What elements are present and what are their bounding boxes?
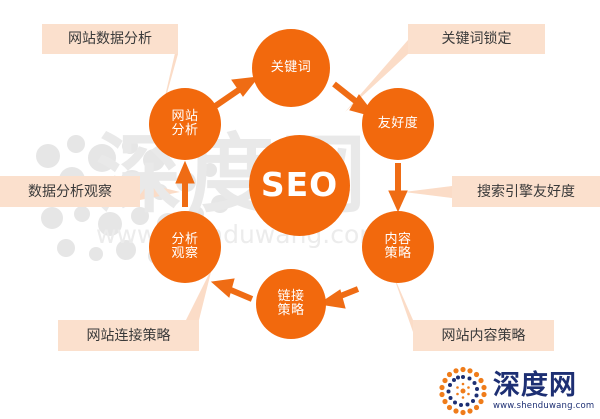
logo-brand-text: 深度网: [493, 369, 577, 401]
arrow-link-to-observe: [210, 278, 254, 302]
node-seo-label: SEO: [260, 165, 339, 205]
callout-top-left[interactable]: 网站数据分析: [42, 24, 178, 54]
leader-lines: [140, 40, 452, 332]
node-seo-center[interactable]: SEO: [249, 135, 350, 236]
node-friendliness[interactable]: 友好度: [362, 88, 434, 160]
logo-wordmark: 深度网 www.shenduwang.com: [493, 372, 594, 411]
callout-bottom-right-label: 网站内容策略: [441, 327, 526, 344]
node-website-analysis-label-2: 分析: [171, 123, 199, 138]
node-link-strategy-label-1: 链接: [277, 289, 305, 305]
node-analysis-observation-label-2: 观察: [171, 246, 199, 261]
logo-url-text: www.shenduwang.com: [493, 400, 595, 411]
node-content-strategy[interactable]: 内容 策略: [362, 211, 434, 283]
leader-top-right: [345, 40, 408, 112]
callout-top-right[interactable]: 关键词锁定: [408, 24, 545, 54]
radial-burst-logo-icon: [439, 366, 487, 416]
node-content-strategy-label-2: 策略: [384, 246, 412, 261]
node-link-strategy-label-2: 策略: [277, 303, 305, 318]
node-website-analysis[interactable]: 网站 分析: [149, 88, 221, 160]
callout-bottom-left-label: 网站连接策略: [86, 327, 171, 344]
arrow-webanalysis-to-keyword: [209, 76, 260, 112]
node-link-strategy[interactable]: 链接 策略: [256, 269, 326, 339]
leader-bottom-left: [186, 268, 212, 320]
node-keyword[interactable]: 关键词: [252, 29, 330, 107]
node-friendliness-label-1: 友好度: [377, 116, 419, 132]
callout-bottom-right[interactable]: 网站内容策略: [413, 320, 554, 351]
leader-left: [140, 182, 180, 200]
site-logo[interactable]: 深度网 www.shenduwang.com: [437, 366, 594, 416]
callout-top-right-label: 关键词锁定: [441, 31, 512, 47]
arrow-observe-to-webanalysis: [175, 160, 195, 207]
arrow-friendliness-to-content: [388, 163, 408, 213]
node-website-analysis-label-1: 网站: [171, 109, 199, 125]
callout-top-left-label: 网站数据分析: [68, 31, 152, 47]
node-analysis-observation-label-1: 分析: [171, 232, 199, 248]
leader-right: [404, 186, 452, 198]
callout-bottom-left[interactable]: 网站连接策略: [58, 320, 199, 351]
callout-right[interactable]: 搜索引擎友好度: [452, 176, 600, 207]
callout-left[interactable]: 数据分析观察: [0, 176, 140, 207]
callout-right-label: 搜索引擎友好度: [477, 183, 575, 200]
node-analysis-observation[interactable]: 分析 观察: [149, 211, 221, 283]
callout-left-label: 数据分析观察: [28, 183, 112, 200]
leader-bottom-right: [392, 272, 413, 332]
node-content-strategy-label-1: 内容: [384, 232, 412, 248]
node-keyword-label-1: 关键词: [270, 60, 312, 76]
